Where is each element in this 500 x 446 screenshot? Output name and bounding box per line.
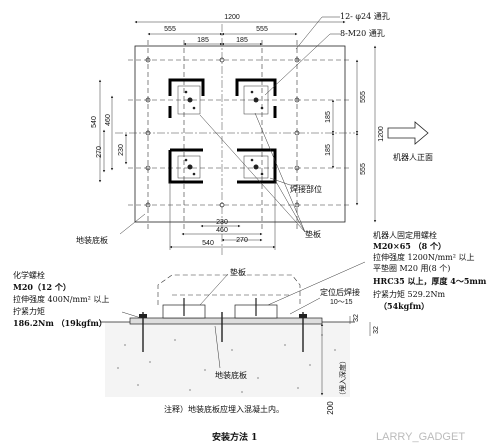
right-note-line2: M20×65 （8 个）: [373, 241, 446, 251]
dim-right-185-a: 185: [325, 111, 332, 123]
right-note-line3: 拉伸强度 1200N/mm² 以上: [373, 252, 475, 262]
right-note-line4: 平垫圈 M20 用(8 个): [373, 263, 450, 273]
left-note-line1: 化学螺栓: [13, 270, 45, 280]
dim-right-185-b: 185: [325, 144, 332, 156]
dim-bottom-270: 270: [236, 237, 248, 244]
front-direction-arrow-icon: [387, 121, 429, 145]
base-plate-outline: [134, 45, 346, 223]
dim-total-right: 1200: [378, 126, 385, 142]
dim-total-top: 1200: [224, 14, 240, 21]
dim-bottom-460: 460: [216, 227, 228, 234]
plan-view: 1200 555 555 185 185 1200 555 555 185 18…: [76, 11, 433, 255]
label-pad-plan: 垫板: [305, 229, 321, 239]
footer-note: 注释）地装底板应埋入混凝土内。: [164, 404, 284, 414]
right-note-line7: （54kgfm）: [379, 301, 429, 311]
dim-right-555-bottom: 555: [360, 163, 367, 175]
dim-185-b: 185: [236, 37, 248, 44]
dim-32-a: 32: [353, 314, 360, 322]
right-note-line1: 机器人固定用螺栓: [373, 230, 437, 240]
pad-bottom-right: [237, 148, 277, 184]
section-view: 化学螺栓 M20（12 个） 拉伸强度 400N/mm² 以上 拧紧力矩 186…: [13, 230, 487, 415]
dim-left-230: 230: [118, 144, 125, 156]
label-base-plan: 地装底板: [76, 235, 108, 245]
dim-bottom-230: 230: [216, 219, 228, 226]
dim-left-555: 555: [164, 26, 176, 33]
dim-embed: （埋入深度）: [338, 357, 347, 399]
label-m20: 8-M20 通孔: [340, 28, 385, 38]
right-note-line5: HRC35 以上，厚度 4～5mm: [373, 276, 487, 286]
dim-32-b: 32: [373, 326, 380, 334]
dim-left-270: 270: [96, 146, 103, 158]
perimeter-holes: [145, 57, 300, 208]
label-weld: 焊接部位: [290, 184, 322, 194]
dim-10-15: 10～15: [330, 299, 353, 306]
left-note-line4: 拧紧力矩: [13, 306, 45, 316]
pad-bottom-left: [168, 148, 203, 184]
label-base-section: 地装底板: [215, 370, 247, 380]
label-holes: 12- φ24 通孔: [340, 11, 390, 21]
right-note-line6: 拧紧力矩 529.2Nm: [373, 289, 445, 299]
figure-caption: 安装方法 1: [212, 431, 257, 443]
left-note-line5: 186.2Nm （19kgfm）: [13, 318, 107, 328]
dim-bottom-540: 540: [202, 240, 214, 247]
pad-top-right: [235, 78, 277, 118]
dim-200: 200: [326, 401, 335, 415]
label-front: 机器人正面: [393, 152, 433, 162]
watermark: LARRY_GADGET: [376, 431, 465, 443]
left-note-line2: M20（12 个）: [13, 282, 71, 292]
dim-left-460: 460: [105, 114, 112, 126]
dim-right-555-top: 555: [360, 91, 367, 103]
left-note-line3: 拉伸强度 400N/mm² 以上: [13, 294, 109, 304]
dim-185-a: 185: [197, 37, 209, 44]
dim-right-555: 555: [256, 26, 268, 33]
label-pad-section: 垫板: [230, 267, 246, 277]
dim-left-540: 540: [91, 116, 98, 128]
pad-top-left: [168, 78, 205, 118]
section-base-plate: [129, 317, 323, 325]
label-weld-section: 定位后焊接: [320, 287, 360, 297]
